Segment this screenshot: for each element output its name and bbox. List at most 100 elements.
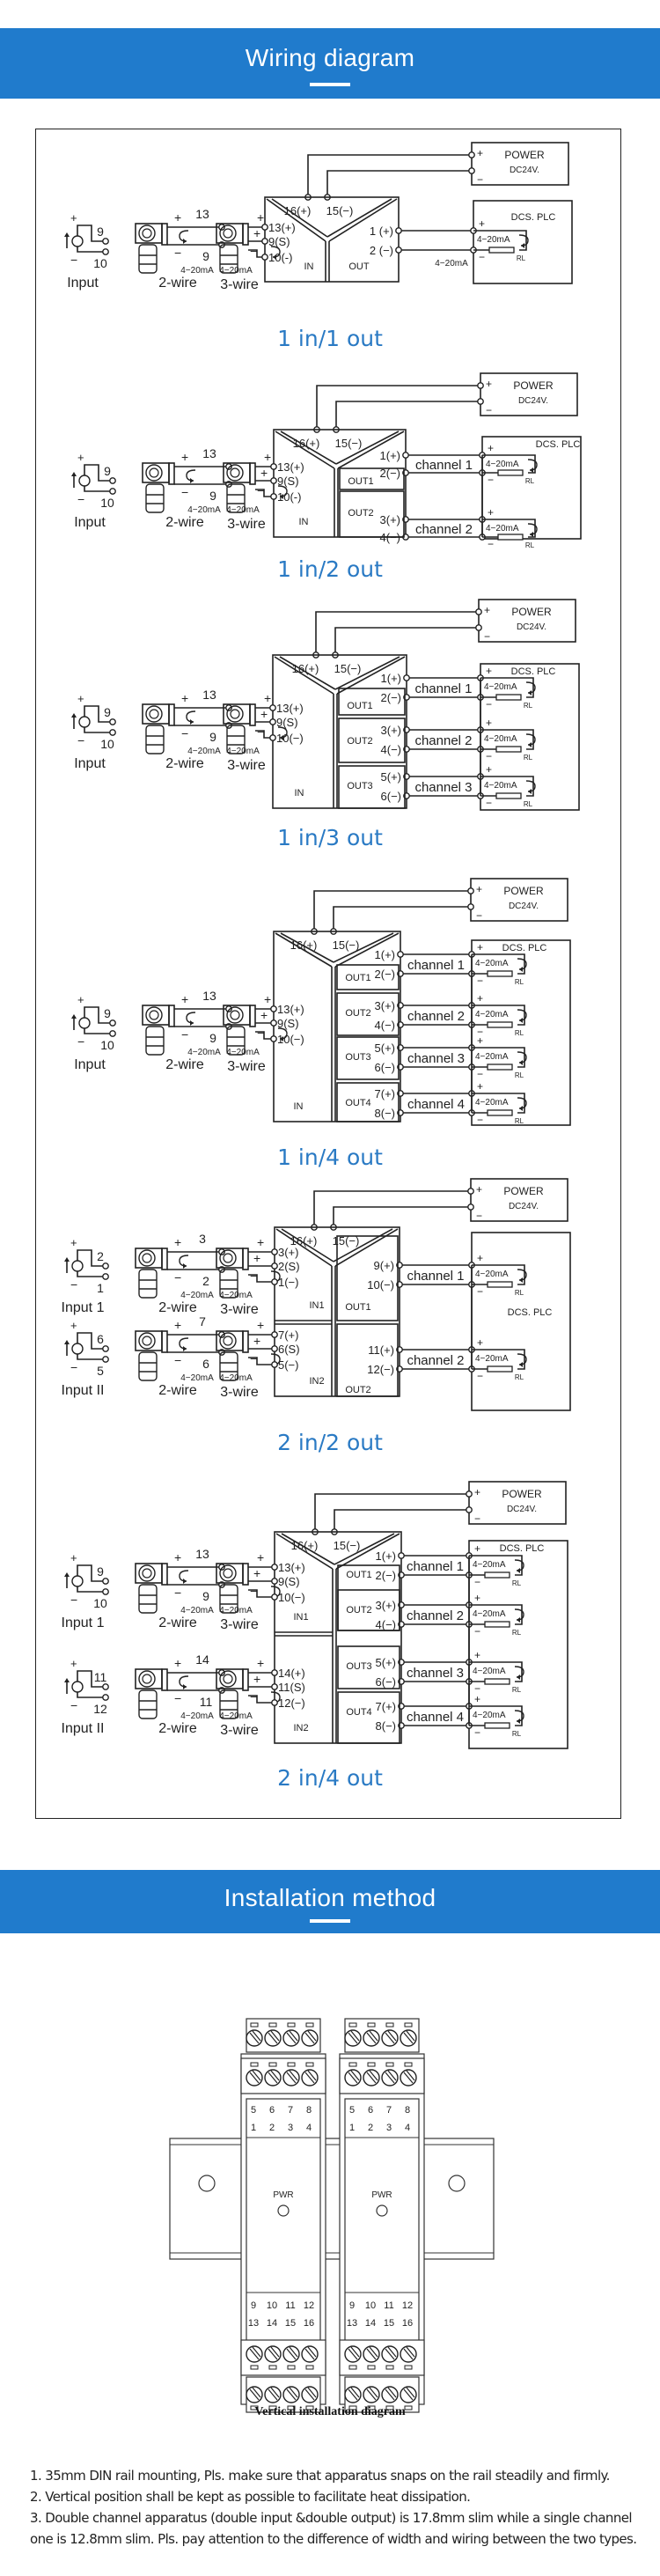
minus-sign: −: [474, 1625, 480, 1638]
arrow-head-icon: [190, 478, 194, 483]
power-label: POWER: [511, 606, 552, 618]
transmitter-body: [226, 1026, 246, 1056]
terminal-number: 5: [349, 2105, 355, 2116]
terminal-marker: [268, 2062, 277, 2067]
output-terminal-neg: 2(−): [381, 691, 401, 704]
terminal-dot: [102, 1588, 109, 1595]
two-wire-pos-terminal: 7: [199, 1314, 206, 1328]
plus-sign: +: [257, 210, 264, 224]
screw-slot: [270, 2346, 280, 2358]
wire: [77, 1249, 104, 1267]
rl-label: RL: [525, 541, 535, 549]
power-supply-box: [470, 878, 568, 922]
plus-sign: +: [181, 450, 188, 464]
terminal-dot: [109, 488, 116, 495]
input-terminal-label: 9(S): [276, 716, 298, 729]
two-wire-neg-terminal: 11: [200, 1695, 213, 1709]
transmitter-dial-inner: [223, 1568, 233, 1579]
input-terminal-label: 10(−): [277, 1033, 304, 1046]
minus-sign: −: [70, 1698, 77, 1712]
source-neg-terminal: 10: [93, 256, 107, 270]
power-wire-pos: [307, 154, 472, 197]
screw-slot: [270, 2387, 280, 2398]
source-pos-terminal: 9: [104, 464, 111, 478]
transmitter-dial-icon: [219, 1670, 237, 1688]
terminal-dot: [102, 1356, 109, 1363]
source-arrow-icon: [64, 1572, 70, 1577]
screw-slot: [350, 2346, 360, 2358]
plus-sign: +: [253, 226, 260, 240]
terminal-dot: [477, 398, 484, 405]
output-block-label: OUT1: [345, 973, 370, 983]
transmitter-plate: [161, 1668, 168, 1691]
power-wire-pos: [313, 1190, 471, 1227]
screw-slot: [385, 2072, 395, 2084]
output-terminal-pos: 9(+): [374, 1259, 394, 1272]
rl-label: RL: [524, 800, 533, 808]
arrow-head-icon: [517, 1617, 520, 1623]
input-terminal-label: 1(−): [278, 1276, 298, 1289]
screw-slot: [369, 2346, 378, 2358]
terminal-marker: [385, 2022, 394, 2028]
channel-label: channel 2: [407, 1608, 464, 1623]
transmitter-dial-icon: [145, 464, 163, 482]
terminal-dot: [261, 254, 268, 261]
wire: [333, 1228, 393, 1262]
power-label: POWER: [503, 885, 544, 897]
screw-slot: [307, 2070, 317, 2081]
screw-slot: [307, 2030, 317, 2042]
power-voltage: DC24V.: [509, 902, 539, 911]
minus-sign: −: [474, 1726, 480, 1739]
wire: [472, 1047, 525, 1068]
terminal-dot: [102, 1345, 109, 1352]
minus-sign: −: [77, 492, 84, 506]
plus-sign: +: [476, 1183, 482, 1196]
plus-sign: +: [477, 1252, 483, 1264]
arrow-head-icon: [519, 1060, 523, 1065]
plus-sign: +: [77, 692, 84, 705]
power-label: POWER: [503, 1185, 544, 1197]
plc-label: DCS. PLC: [511, 666, 556, 677]
plus-sign: +: [77, 451, 84, 464]
current-label: 4−20mA: [477, 235, 510, 245]
terminal-number: 14: [267, 2318, 277, 2329]
output-terminal-neg: 4(−): [381, 743, 401, 756]
terminal-marker: [348, 2022, 357, 2028]
channel-label: channel 4: [407, 1710, 464, 1725]
transmitter-body: [219, 1351, 238, 1381]
power-terminal-pos: 16(+): [292, 662, 319, 675]
power-voltage: DC24V.: [517, 622, 546, 632]
power-supply-box: [480, 372, 578, 416]
terminal-number: 7: [386, 2105, 392, 2116]
wire: [248, 1274, 275, 1283]
plus-sign: +: [253, 1672, 260, 1686]
plus-sign: +: [477, 992, 483, 1005]
transmitter-plate: [242, 223, 249, 246]
transmitter-dial-icon: [138, 1670, 156, 1688]
minus-sign: −: [484, 630, 490, 643]
input-terminal-label: 13(+): [277, 460, 304, 474]
transmitter-dial-inner: [230, 709, 240, 719]
transmitter-dial-inner: [223, 1253, 233, 1263]
minus-sign: −: [476, 909, 482, 922]
power-wire-neg: [333, 1206, 471, 1227]
plus-sign: +: [174, 1550, 181, 1564]
terminal-marker: [367, 2022, 376, 2028]
terminal-marker: [287, 2022, 296, 2028]
minus-sign: −: [257, 1026, 264, 1040]
wiring-diagram-title: Wiring diagram: [245, 44, 415, 71]
channel-label: channel 2: [407, 1009, 465, 1024]
arrow-head-icon: [530, 467, 533, 473]
power-terminal-neg: 15(−): [335, 437, 363, 450]
screw-slot: [252, 2070, 261, 2081]
minus-sign: −: [181, 726, 188, 740]
wire: [469, 1555, 523, 1576]
output-terminal-neg: 2(−): [375, 968, 395, 981]
terminal-dot: [109, 477, 116, 484]
terminal-dot: [403, 674, 410, 681]
minus-sign: −: [250, 1689, 257, 1704]
screw-slot: [385, 2388, 395, 2401]
terminal-dot: [102, 1694, 109, 1701]
current-source-icon: [78, 716, 91, 728]
